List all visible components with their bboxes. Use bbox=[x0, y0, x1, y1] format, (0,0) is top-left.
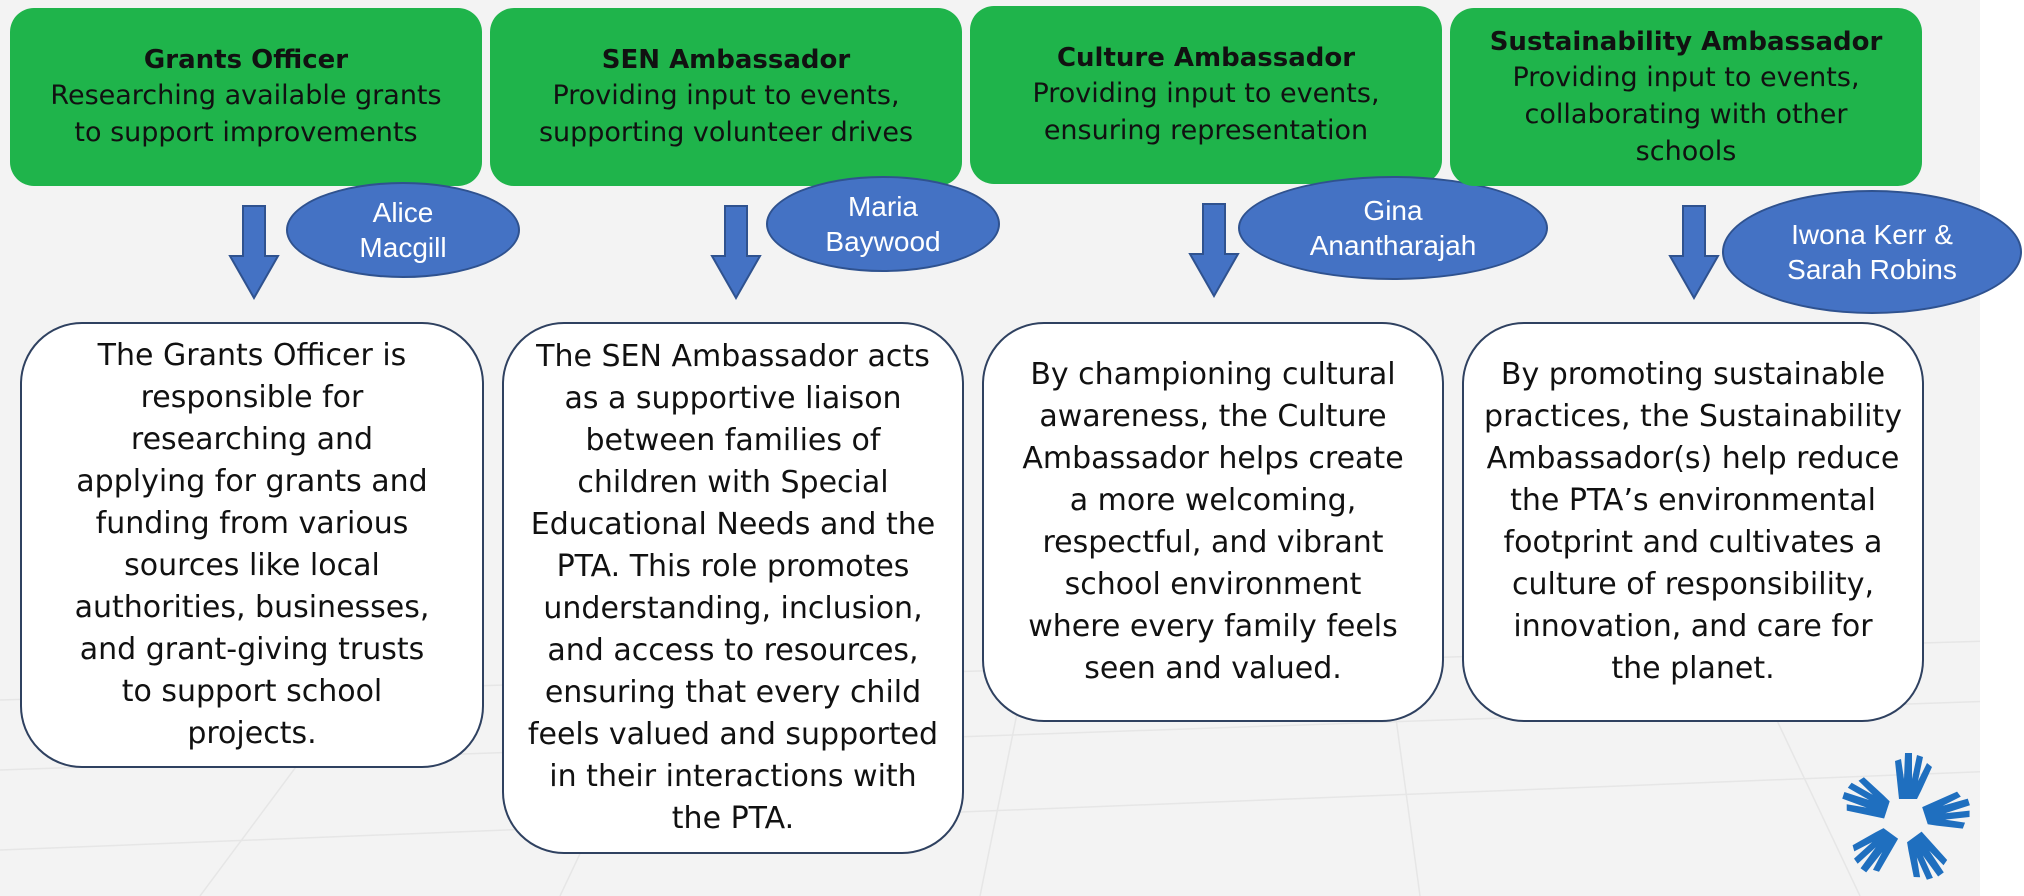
description-line: innovation, and care for bbox=[1513, 609, 1873, 644]
description-line: projects. bbox=[187, 716, 317, 751]
role-description-line: supporting volunteer drives bbox=[538, 117, 914, 148]
hands-logo-icon bbox=[1842, 753, 1970, 880]
role-description-line: Providing input to events, bbox=[1512, 61, 1860, 93]
description-line: practices, the Sustainability bbox=[1484, 399, 1902, 434]
description-line: feels valued and supported bbox=[527, 717, 939, 752]
description-line: By championing cultural bbox=[1030, 357, 1396, 392]
role-box-grants-officer: Grants Officer Researching available gra… bbox=[10, 8, 482, 186]
description-text: By championing cultural awareness, the C… bbox=[1022, 354, 1403, 690]
description-box-sustainability-ambassador: By promoting sustainable practices, the … bbox=[1462, 322, 1924, 722]
right-margin bbox=[1980, 0, 2024, 896]
person-name-line: Baywood bbox=[825, 226, 941, 257]
person-name-line: Gina bbox=[1363, 195, 1423, 226]
description-line: in their interactions with bbox=[549, 759, 917, 794]
down-arrow-icon bbox=[710, 205, 762, 300]
description-line: PTA. This role promotes bbox=[556, 549, 910, 584]
person-name-line: Maria bbox=[847, 191, 918, 222]
down-arrow-icon bbox=[1188, 203, 1240, 298]
description-line: ensuring that every child bbox=[544, 675, 922, 710]
person-name-badge: Maria Baywood bbox=[766, 176, 1000, 272]
description-line: researching and bbox=[130, 422, 374, 457]
role-description-line: Providing input to events, bbox=[552, 80, 900, 111]
description-text: The SEN Ambassador acts as a supportive … bbox=[528, 336, 938, 840]
role-description-line: schools bbox=[1635, 135, 1737, 167]
description-line: to support school bbox=[121, 674, 383, 709]
description-line: The SEN Ambassador acts bbox=[536, 339, 930, 374]
description-line: footprint and cultivates a bbox=[1503, 525, 1883, 560]
description-line: funding from various bbox=[95, 506, 409, 541]
description-line: Ambassador helps create bbox=[1022, 441, 1404, 476]
person-name-line: Alice bbox=[372, 197, 434, 228]
description-line: the PTA. bbox=[671, 801, 795, 836]
description-line: a more welcoming, bbox=[1069, 483, 1357, 518]
description-line: where every family feels bbox=[1028, 609, 1398, 644]
role-description-line: Providing input to events, bbox=[1032, 78, 1380, 109]
down-arrow-icon bbox=[228, 205, 280, 300]
role-description-line: collaborating with other bbox=[1524, 98, 1848, 130]
person-name-line: Anantharajah bbox=[1309, 230, 1477, 261]
description-line: the planet. bbox=[1611, 651, 1775, 686]
role-box-sustainability-ambassador: Sustainability Ambassador Providing inpu… bbox=[1450, 8, 1922, 186]
role-description-line: Researching available grants bbox=[50, 80, 442, 111]
description-box-grants-officer: The Grants Officer is responsible for re… bbox=[20, 322, 484, 768]
description-line: and access to resources, bbox=[547, 633, 919, 668]
description-line: applying for grants and bbox=[76, 464, 428, 499]
description-line: respectful, and vibrant bbox=[1042, 525, 1384, 560]
person-name-line: Iwona Kerr & bbox=[1791, 219, 1953, 250]
description-line: Educational Needs and the bbox=[530, 507, 936, 542]
person-name-badge: Alice Macgill bbox=[286, 182, 520, 278]
role-title: Grants Officer bbox=[143, 45, 349, 75]
person-name-badge: Gina Anantharajah bbox=[1238, 176, 1548, 280]
description-text: The Grants Officer is responsible for re… bbox=[75, 335, 430, 755]
role-title: SEN Ambassador bbox=[601, 45, 851, 75]
description-line: children with Special bbox=[577, 465, 889, 500]
description-line: By promoting sustainable bbox=[1500, 357, 1886, 392]
description-line: understanding, inclusion, bbox=[543, 591, 923, 626]
role-title: Culture Ambassador bbox=[1056, 43, 1356, 73]
description-line: sources like local bbox=[124, 548, 380, 583]
description-line: authorities, businesses, bbox=[74, 590, 430, 625]
role-title: Sustainability Ambassador bbox=[1489, 26, 1883, 57]
person-name-badge: Iwona Kerr & Sarah Robins bbox=[1722, 190, 2022, 314]
person-name-line: Sarah Robins bbox=[1787, 254, 1957, 285]
description-text: By promoting sustainable practices, the … bbox=[1484, 354, 1902, 690]
down-arrow-icon bbox=[1668, 205, 1720, 300]
description-line: and grant-giving trusts bbox=[79, 632, 425, 667]
description-box-sen-ambassador: The SEN Ambassador acts as a supportive … bbox=[502, 322, 964, 854]
description-line: between families of bbox=[585, 423, 881, 458]
description-line: as a supportive liaison bbox=[564, 381, 902, 416]
description-line: culture of responsibility, bbox=[1512, 567, 1874, 602]
description-line: school environment bbox=[1064, 567, 1362, 602]
description-line: seen and valued. bbox=[1084, 651, 1342, 686]
description-line: awareness, the Culture bbox=[1039, 399, 1387, 434]
description-box-culture-ambassador: By championing cultural awareness, the C… bbox=[982, 322, 1444, 722]
role-box-sen-ambassador: SEN Ambassador Providing input to events… bbox=[490, 8, 962, 186]
person-name-line: Macgill bbox=[359, 232, 447, 263]
description-line: The Grants Officer is bbox=[97, 338, 407, 373]
description-line: Ambassador(s) help reduce bbox=[1486, 441, 1900, 476]
role-box-culture-ambassador: Culture Ambassador Providing input to ev… bbox=[970, 6, 1442, 184]
description-line: responsible for bbox=[140, 380, 364, 415]
description-line: the PTA’s environmental bbox=[1510, 483, 1876, 518]
role-description-line: ensuring representation bbox=[1043, 115, 1369, 146]
role-description-line: to support improvements bbox=[74, 117, 418, 148]
